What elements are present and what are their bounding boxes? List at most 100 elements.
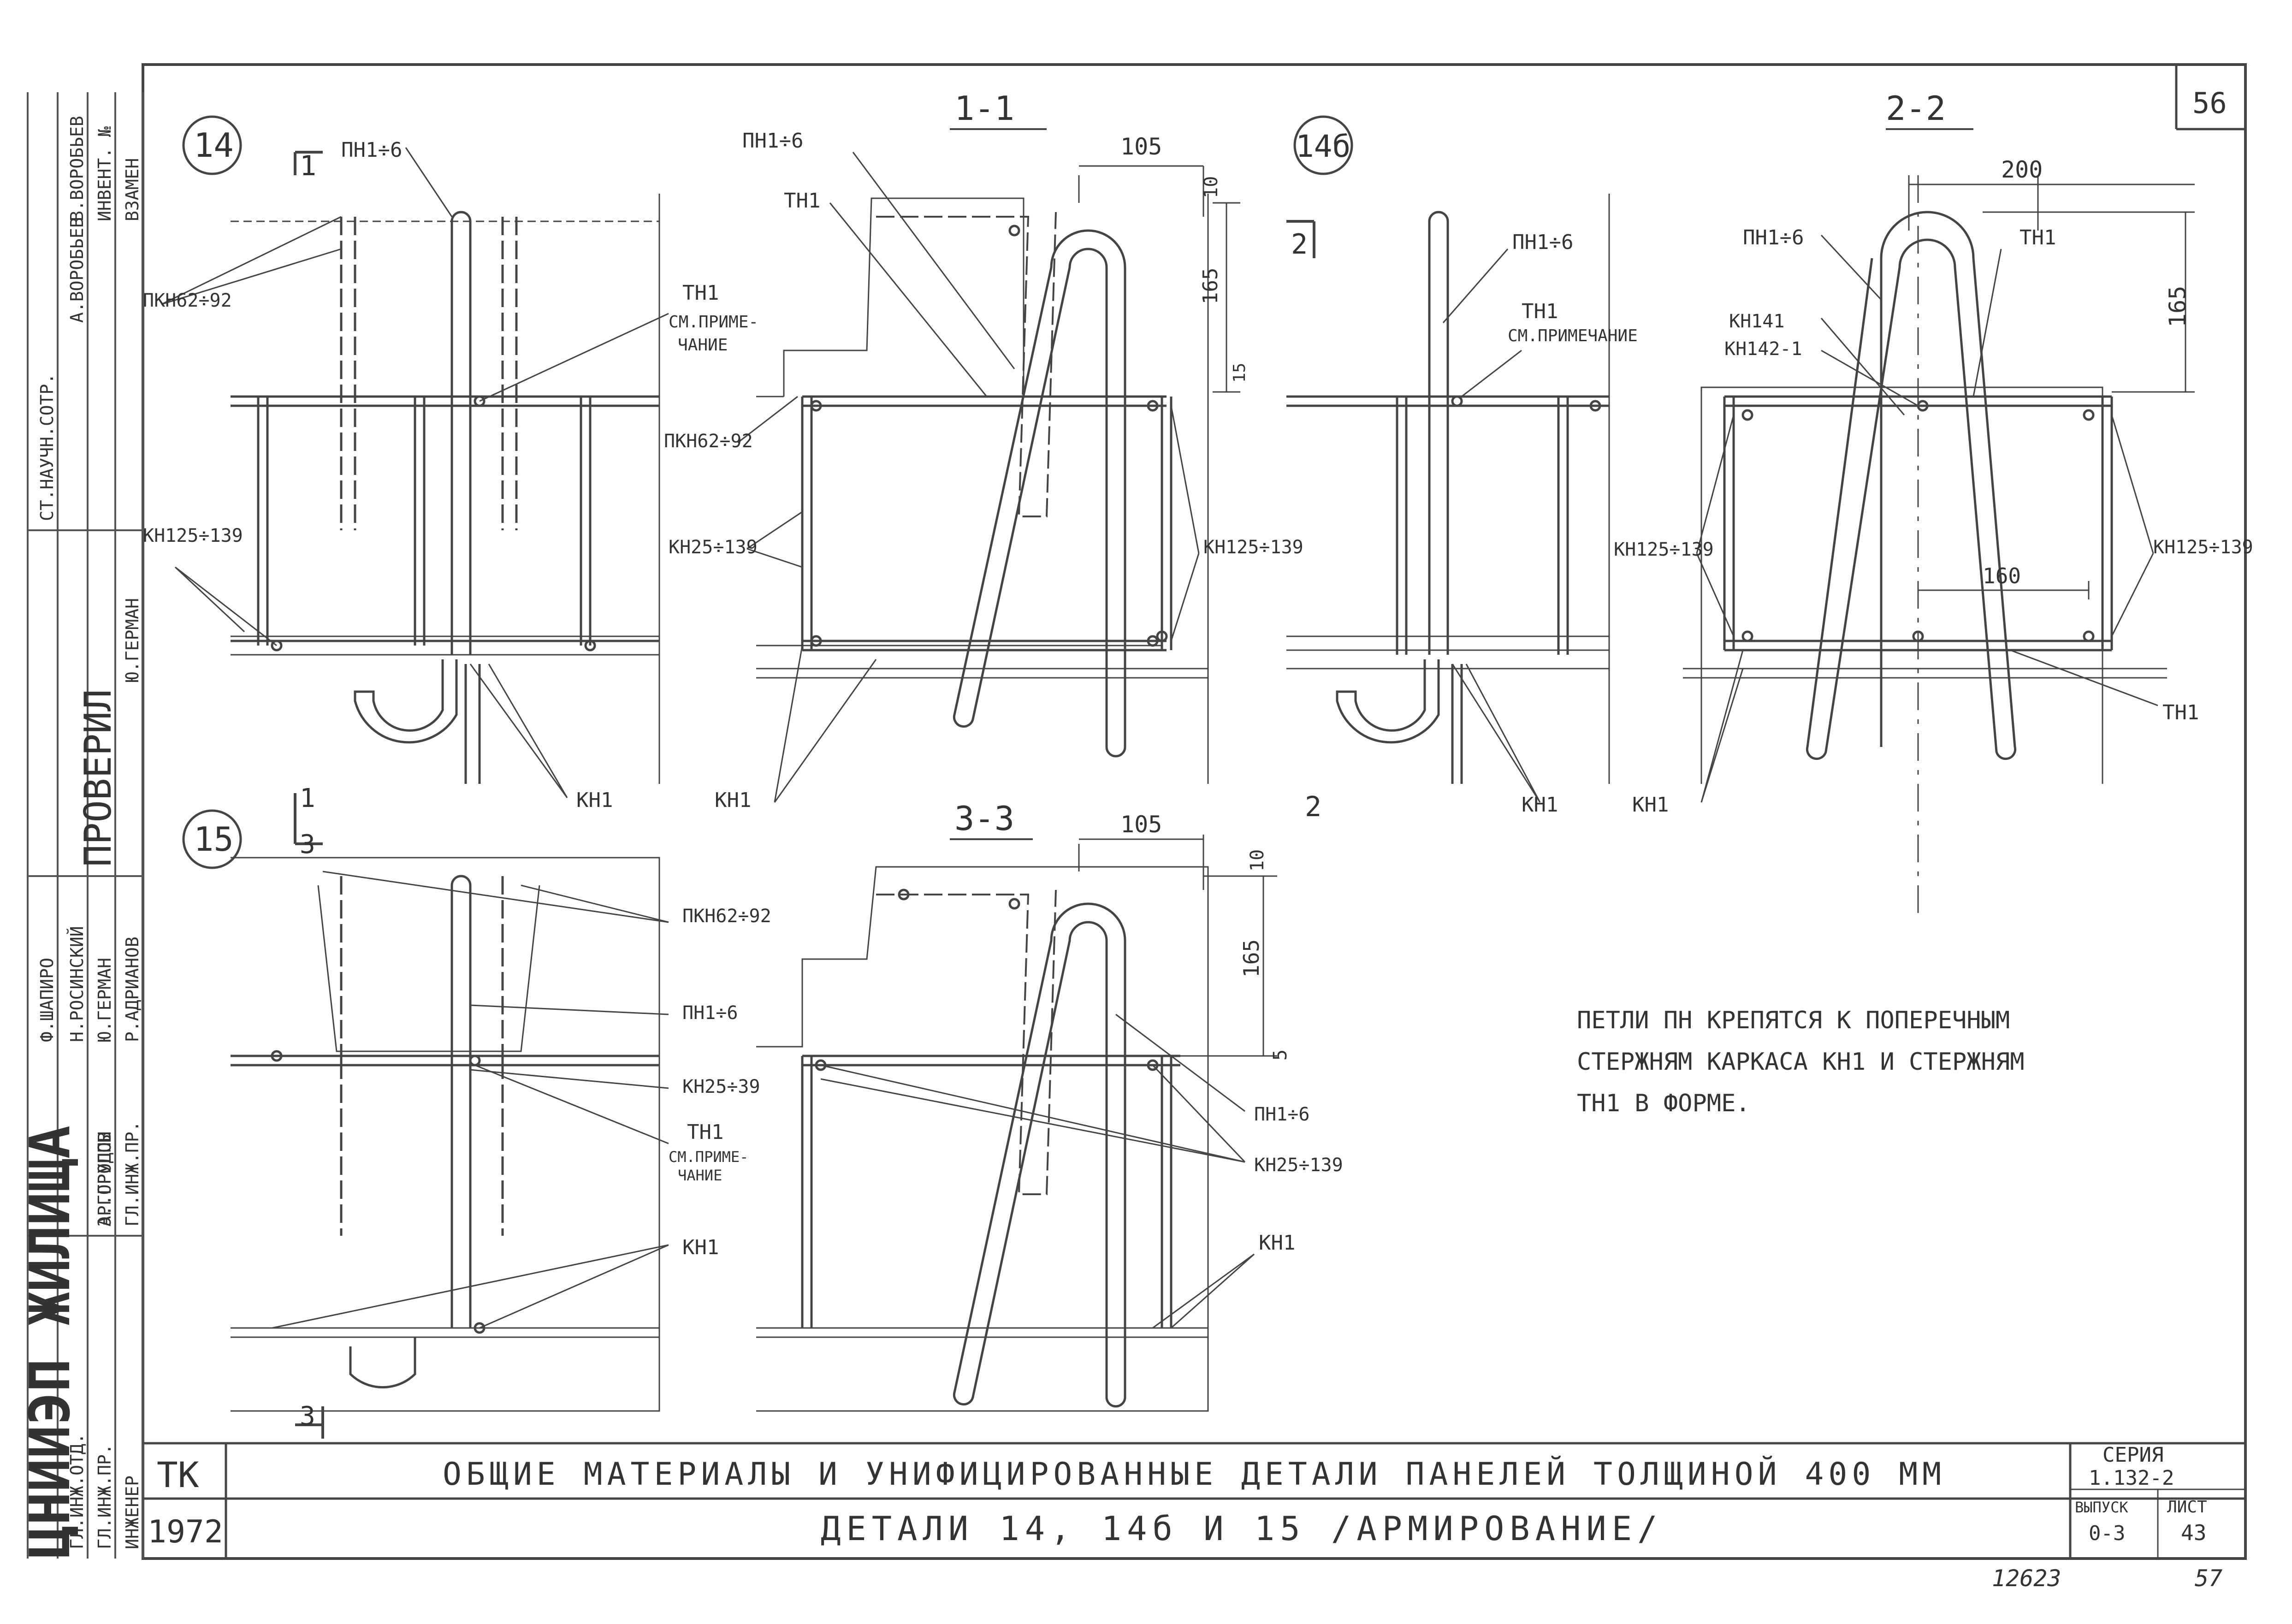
stamp-name-1: Ф.ШАПИРО xyxy=(37,958,57,1042)
dim-10-b: 10 xyxy=(1247,849,1268,871)
section-mark-1b: 1 xyxy=(300,783,315,813)
detail-15-view xyxy=(231,793,669,1439)
detail-number-14: 14 xyxy=(194,126,234,165)
label-pn16-b: ПН1÷6 xyxy=(742,129,803,153)
stamp-cell-3: ИНЖЕНЕР xyxy=(122,1476,142,1549)
label-kn1-c: КН1 xyxy=(1522,793,1558,817)
sheet-value: 43 xyxy=(2181,1520,2206,1545)
dim-165-b: 165 xyxy=(2164,286,2191,327)
section-mark-1a: 1 xyxy=(300,150,316,182)
stamp-cell-8: ВЗАМЕН xyxy=(122,158,142,221)
section-title-2-2: 2-2 xyxy=(1886,89,1946,128)
stamp-cell-1: ГЛ.ИНЖ.ПР. xyxy=(122,1121,142,1227)
title-line-1: ОБЩИЕ МАТЕРИАЛЫ И УНИФИЦИРОВАННЫЕ ДЕТАЛИ… xyxy=(443,1456,1946,1493)
stamp-name-6: Ю.ГЕРМАН xyxy=(122,598,142,682)
label-tn1-b: ТН1 xyxy=(784,189,820,213)
stamp-name-2: Н.РОСИНСКИЙ xyxy=(67,926,87,1042)
label-kn1-b: КН1 xyxy=(715,788,751,812)
stamp-cell-4: ГЛ.ИНЖ.ОТД. xyxy=(67,1433,87,1549)
section-mark-2b: 2 xyxy=(1305,791,1321,823)
stamp-checked: ПРОВЕРИЛ xyxy=(77,689,119,867)
label-tn1-a: ТН1 xyxy=(682,281,719,305)
stamp-name-7: А.ГОРОДОВ xyxy=(95,1132,115,1227)
detail-14b-view xyxy=(1286,194,1610,803)
detail-number-15: 15 xyxy=(194,820,234,859)
stamp-name-3: Ю.ГЕРМАН xyxy=(95,958,115,1042)
label-tn1-d: ТН1 xyxy=(2020,226,2056,249)
dim-5: 5 xyxy=(1270,1049,1291,1061)
detail-marker-14b xyxy=(1293,115,1353,175)
side-stamp xyxy=(27,92,144,1559)
title-line-2: ДЕТАЛИ 14, 14б И 15 /АРМИРОВАНИЕ/ xyxy=(821,1509,1663,1548)
label-pkn6292-c: ПКН62÷92 xyxy=(682,906,771,927)
dim-200: 200 xyxy=(2001,156,2043,183)
label-pn16-f: ПН1÷6 xyxy=(1254,1104,1309,1125)
label-kn25139-a: КН25÷139 xyxy=(669,537,758,558)
label-kn2539-a: КН25÷39 xyxy=(682,1076,760,1097)
stamp-name-4: Р.АДРИАНОВ xyxy=(122,936,142,1042)
stamp-institute: ЦНИИЭП ЖИЛИЩА xyxy=(18,1126,83,1559)
dim-105-a: 105 xyxy=(1120,133,1162,160)
dim-10-a: 10 xyxy=(1201,176,1222,198)
issue-label: ВЫПУСК xyxy=(2075,1499,2128,1516)
label-tn1-e: ТН1 xyxy=(2162,701,2199,724)
label-pkn6292-a: ПКН62÷92 xyxy=(143,290,232,311)
label-tn1-note-b: СМ.ПРИМЕ- xyxy=(669,313,758,332)
detail-marker-14 xyxy=(182,115,242,175)
label-kn1421: КН142-1 xyxy=(1724,338,1802,360)
label-kn1-e: КН1 xyxy=(682,1236,719,1259)
dim-160: 160 xyxy=(1983,563,2021,588)
dim-165-a: 165 xyxy=(1199,268,1222,304)
label-pn16-e: ПН1÷6 xyxy=(682,1002,738,1024)
label-tn1-f-note-c: ЧАНИЕ xyxy=(678,1167,722,1184)
stamp-cell-2: ЭР.ГРУППЫ xyxy=(95,1132,115,1227)
stamp-cell-6: СТ.НАУЧН.СОТР. xyxy=(37,373,57,521)
series-value: 1.132-2 xyxy=(2089,1466,2174,1490)
stamp-name-5: А.ВОРОБЬЕВ xyxy=(67,217,87,323)
section-mark-2a: 2 xyxy=(1291,228,1308,261)
label-kn125139-d: КН125÷139 xyxy=(2153,537,2253,558)
stamp-cell-5: ГЛ.ИНЖ.ПР. xyxy=(95,1444,115,1549)
sheet-number-top: 56 xyxy=(2192,86,2227,120)
label-kn25139-b: КН25÷139 xyxy=(1254,1155,1343,1176)
section-1-1-view xyxy=(737,128,1240,803)
label-pn16-c: ПН1÷6 xyxy=(1512,231,1573,254)
detail-number-14b: 14б xyxy=(1296,129,1350,164)
label-kn125139-a: КН125÷139 xyxy=(143,525,243,546)
detail-14-view xyxy=(161,147,669,798)
title-block xyxy=(143,1442,2245,1559)
series-label: СЕРИЯ xyxy=(2102,1443,2163,1467)
stamp-name-8: В.ВОРОБЬЕВ xyxy=(67,116,87,221)
section-3-3-view xyxy=(756,835,1277,1412)
section-mark-3b: 3 xyxy=(300,1401,315,1431)
label-kn141: КН141 xyxy=(1729,311,1784,332)
label-kn1-f: КН1 xyxy=(1259,1231,1295,1255)
dim-15-a: 15 xyxy=(1230,363,1249,383)
stamp-cell-7: ИНВЕНТ. № xyxy=(95,126,115,221)
section-title-3-3: 3-3 xyxy=(954,799,1014,838)
section-mark-3a: 3 xyxy=(300,830,315,859)
detail-marker-15 xyxy=(182,809,242,869)
note-line-1: ПЕТЛИ ПН КРЕПЯТСЯ К ПОПЕРЕЧНЫМ xyxy=(1577,1007,2010,1034)
label-pn16-d: ПН1÷6 xyxy=(1743,226,1804,249)
archive-number: 12623 xyxy=(1992,1565,2061,1592)
label-kn125139-b: КН125÷139 xyxy=(1203,537,1303,558)
label-tn1-note-c: ЧАНИЕ xyxy=(678,336,728,355)
issue-value: 0-3 xyxy=(2089,1522,2125,1545)
dim-165-c: 165 xyxy=(1239,939,1264,978)
label-tn1-note2: СМ.ПРИМЕЧАНИЕ xyxy=(1508,326,1638,345)
title-year: 1972 xyxy=(148,1514,223,1550)
label-kn125139-c: КН125÷139 xyxy=(1614,539,1714,560)
label-kn1-d: КН1 xyxy=(1632,793,1669,817)
label-pkn6292-b: ПКН62÷92 xyxy=(664,431,753,452)
sheet-number-bottom: 57 xyxy=(2195,1565,2222,1592)
label-pn16-a: ПН1÷6 xyxy=(341,138,402,162)
section-2-2-view xyxy=(1683,128,2195,922)
label-tn1-f: ТН1 xyxy=(687,1120,723,1144)
note-line-3: ТН1 В ФОРМЕ. xyxy=(1577,1090,1750,1117)
label-tn1-f-note-b: СМ.ПРИМЕ- xyxy=(669,1148,748,1166)
dim-105-b: 105 xyxy=(1120,811,1162,838)
title-org-code: ТК xyxy=(157,1454,199,1495)
